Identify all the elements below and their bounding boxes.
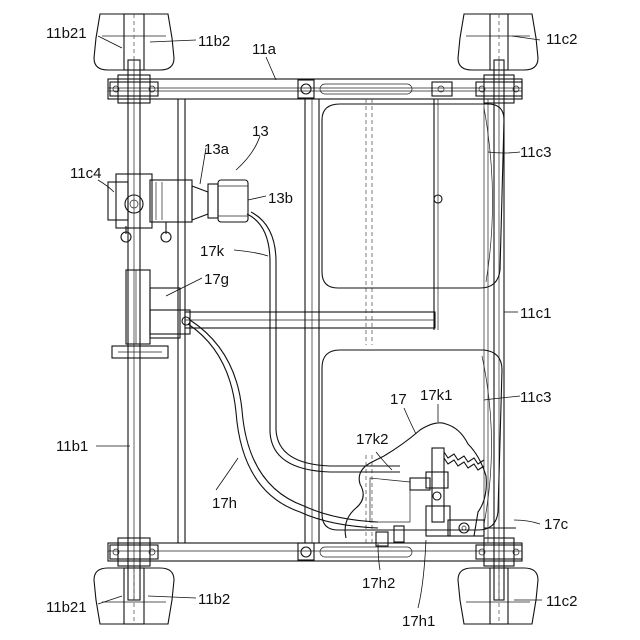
center-frame-structure (178, 99, 488, 543)
label-11c2-top: 11c2 (546, 31, 577, 48)
label-11a: 11a (252, 41, 277, 58)
wheel-top-right-11c2 (458, 14, 538, 70)
wheel-bottom-left-11b2 (94, 568, 174, 624)
label-11b2-top: 11b2 (198, 33, 230, 50)
left-side-shaft-11b1 (110, 60, 158, 600)
label-13: 13 (252, 123, 269, 140)
label-17h1: 17h1 (402, 613, 435, 630)
label-11c3-bottom: 11c3 (520, 389, 551, 406)
right-side-shaft-11c1 (476, 60, 522, 600)
label-11b1: 11b1 (56, 438, 88, 455)
label-17k2: 17k2 (356, 431, 389, 448)
steering-gearbox-11c4 (108, 174, 208, 242)
label-17: 17 (390, 391, 407, 408)
label-17k: 17k (200, 243, 225, 260)
label-11c4: 11c4 (70, 165, 101, 182)
label-11b21-top: 11b21 (46, 25, 87, 42)
motor-13b (208, 180, 248, 222)
seat-lower-11c3 (322, 350, 502, 530)
label-17h: 17h (212, 495, 237, 512)
seat-upper-11c3 (322, 104, 504, 288)
label-13a: 13a (204, 141, 230, 158)
wheel-bottom-right-11c2 (458, 568, 538, 624)
label-11b2-bottom: 11b2 (198, 591, 230, 608)
label-17k1: 17k1 (420, 387, 453, 404)
bracket-17g (112, 270, 180, 358)
label-11c1: 11c1 (520, 305, 551, 322)
label-17c: 17c (544, 516, 569, 533)
upper-frame-rail-11a (108, 79, 522, 99)
label-17h2: 17h2 (362, 575, 395, 592)
label-17g: 17g (204, 271, 229, 288)
label-13b: 13b (268, 190, 293, 207)
label-11b21-bottom: 11b21 (46, 599, 87, 616)
label-11c3-top: 11c3 (520, 144, 551, 161)
label-11c2-bottom: 11c2 (546, 593, 577, 610)
lower-frame-rail (108, 543, 522, 561)
